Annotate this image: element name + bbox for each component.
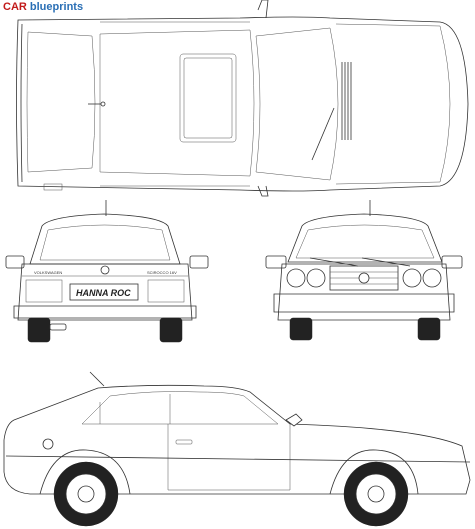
rear-view: VOLKSWAGEN SCIROCCO 16V HANNA ROC [5, 200, 209, 343]
top-view [16, 0, 469, 197]
carblueprints-watermark: CAR blueprints [3, 1, 83, 13]
model-badge: SCIROCCO 16V [147, 270, 177, 275]
make-badge: VOLKSWAGEN [34, 270, 62, 275]
license-plate-text: HANNA ROC [76, 288, 131, 298]
hood-vents [341, 62, 352, 140]
watermark-car: CAR [3, 1, 27, 13]
side-view [3, 371, 471, 527]
front-view [265, 200, 463, 341]
watermark-blueprints: blueprints [29, 1, 84, 13]
